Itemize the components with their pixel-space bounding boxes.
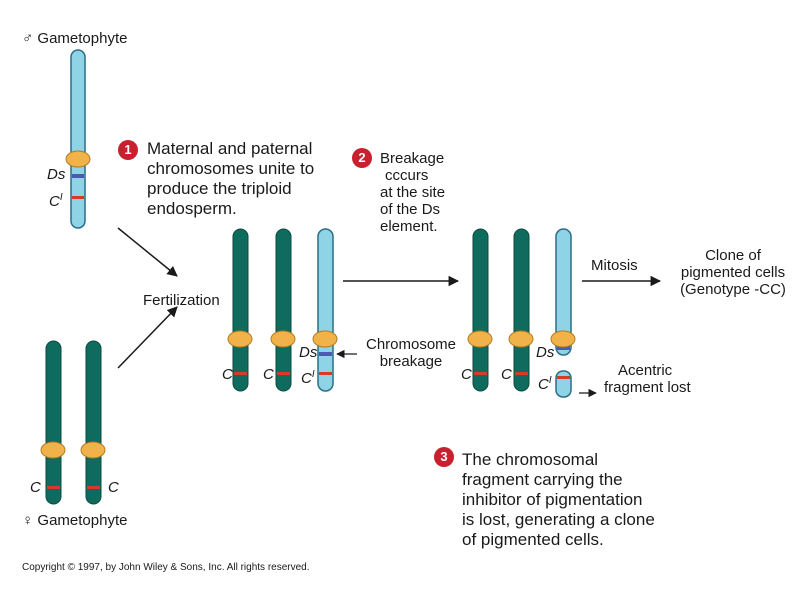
female-gametophyte-label: ♀ Gametophyte [22, 512, 128, 529]
female-chromosome-2 [80, 340, 106, 505]
c-label-female-2: C [108, 479, 119, 496]
step-2-text: Breakage cccurs at the site of the Ds el… [380, 150, 446, 235]
c-label-female-1: C [30, 479, 41, 496]
male-chromosome [65, 49, 91, 229]
step-3-badge: 3 [434, 447, 454, 467]
step-3-text: The chromosomal fragment carrying the in… [462, 450, 655, 549]
ds-label-male: Ds [47, 166, 66, 183]
male-gametophyte-label: ♂ Gametophyte [22, 30, 128, 47]
chromosome-breakage-label: Chromosome breakage [365, 336, 457, 370]
broken-chromosome-centric [550, 228, 576, 356]
arrow-male-to-fertilization [117, 227, 178, 277]
broken-set-chromosome-2 [508, 228, 534, 392]
broken-set-chromosome-1 [467, 228, 493, 392]
ci-label-male: CI [49, 192, 63, 210]
c-label-broken-1: C [461, 366, 472, 383]
mitosis-label: Mitosis [591, 257, 638, 274]
copyright: Copyright © 1997, by John Wiley & Sons, … [22, 562, 310, 573]
fertilization-label: Fertilization [143, 292, 220, 309]
clone-label: Clone of pigmented cells (Genotype -CC) [680, 247, 786, 298]
endosperm-chromosome-1 [227, 228, 253, 392]
ci-label-endosperm: CI [301, 369, 315, 387]
c-label-endosperm-1: C [222, 366, 233, 383]
step-1-text: Maternal and paternal chromosomes unite … [147, 139, 315, 218]
ci-label-broken: CI [538, 375, 552, 393]
ds-label-broken: Ds [536, 344, 555, 361]
ds-label-endosperm: Ds [299, 344, 318, 361]
female-chromosome-1 [40, 340, 66, 505]
c-label-broken-2: C [501, 366, 512, 383]
acentric-label: Acentric fragment lost [604, 362, 691, 396]
c-label-endosperm-2: C [263, 366, 274, 383]
endosperm-chromosome-2 [270, 228, 296, 392]
arrow-female-to-fertilization [117, 306, 178, 369]
step-1-badge: 1 [118, 140, 138, 160]
step-2-badge: 2 [352, 148, 372, 168]
endosperm-chromosome-3 [312, 228, 338, 392]
acentric-fragment [555, 370, 572, 398]
